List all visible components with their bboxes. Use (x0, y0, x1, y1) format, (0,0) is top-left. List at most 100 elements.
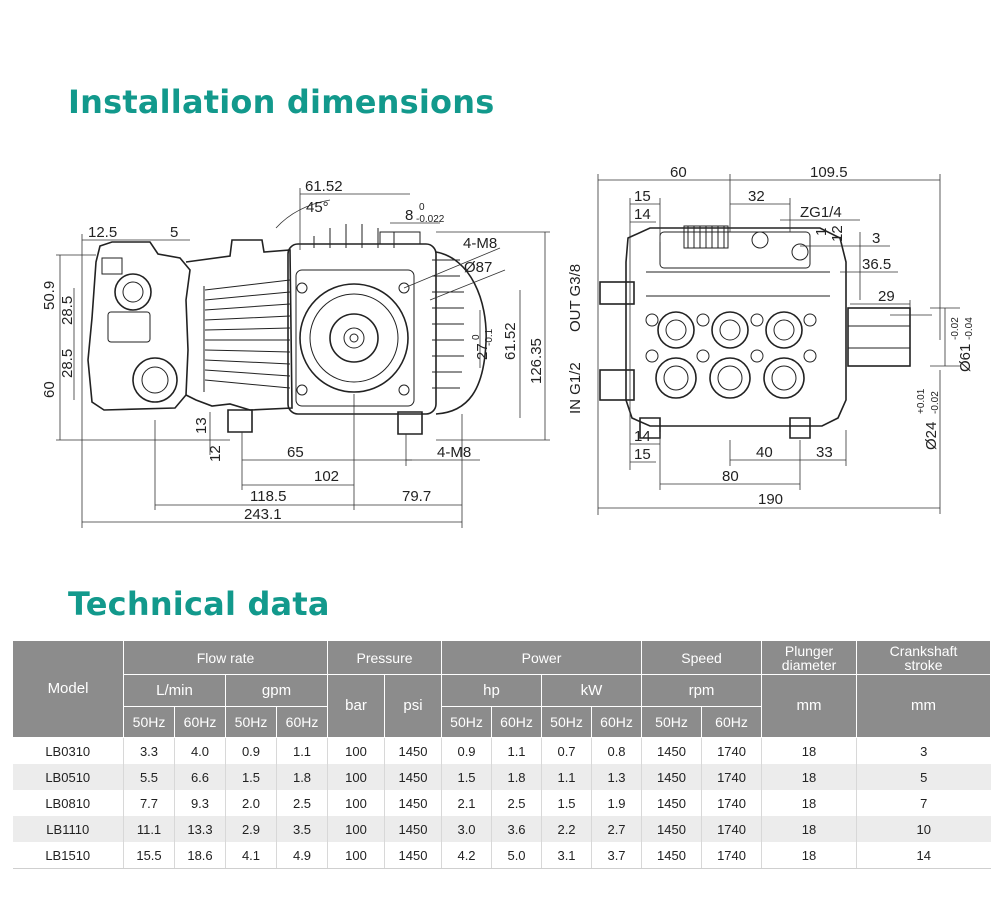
table-cell: 2.0 (225, 790, 277, 816)
table-cell: 2.1 (441, 790, 493, 816)
table-cell: 2.9 (225, 816, 277, 842)
dim-109-5: 109.5 (810, 164, 848, 181)
table-cell: 1740 (701, 737, 763, 764)
dim-out-g3-8: OUT G3/8 (567, 264, 584, 332)
table-cell: 0.7 (541, 737, 593, 764)
table-cell: 1450 (641, 842, 703, 869)
side-view-dimension-lines (56, 188, 550, 528)
dim-zg1-4: ZG1/4 (800, 204, 842, 221)
table-cell: 1450 (384, 790, 443, 816)
dim-phi-24: Ø24 (923, 422, 940, 450)
dim-phi-24-tol-lower: -0.02 (930, 391, 941, 414)
model-cell: LB0510 (12, 764, 124, 790)
table-cell: 1450 (641, 816, 703, 842)
table-cell: 7.7 (123, 790, 175, 816)
table-cell: 11.1 (123, 816, 175, 842)
table-cell: 2.5 (276, 790, 329, 816)
table-cell: 4.1 (225, 842, 277, 869)
table-cell: 1740 (701, 764, 763, 790)
table-cell: 1.3 (591, 764, 643, 790)
table-cell: 100 (327, 790, 386, 816)
table-cell: 4.2 (441, 842, 493, 869)
model-cell: LB0310 (12, 737, 124, 764)
dim-phi-61: Ø61 (957, 344, 974, 372)
header-rpm: rpm (641, 674, 763, 707)
dim-15-bottom: 15 (634, 446, 651, 463)
table-cell: 0.8 (591, 737, 643, 764)
table-cell: 9.3 (174, 790, 226, 816)
model-cell: LB0810 (12, 790, 124, 816)
side-view-dimension-text: 61.52 45° 8 0 -0.022 12.5 5 4-M8 Ø87 50.… (41, 178, 545, 523)
dim-8-tol-upper: 0 (419, 202, 425, 213)
header-pressure: Pressure (327, 640, 443, 675)
dim-1: 1 (813, 228, 830, 236)
header-speed: Speed (641, 640, 763, 675)
header-mm-plunger: mm (761, 674, 858, 738)
table-cell: 100 (327, 737, 386, 764)
table-cell: 2.5 (491, 790, 543, 816)
table-cell: 1450 (384, 737, 443, 764)
table-cell: 18 (761, 842, 858, 869)
dim-27-tol-upper: 0 (471, 334, 482, 340)
dim-190: 190 (758, 491, 783, 508)
dim-13: 13 (193, 417, 210, 434)
header-hz: 50Hz (225, 706, 277, 738)
table-cell: 1450 (641, 764, 703, 790)
dim-32: 32 (748, 188, 765, 205)
table-cell: 1.8 (276, 764, 329, 790)
table-cell: 1.1 (276, 737, 329, 764)
table-cell: 3.0 (441, 816, 493, 842)
dim-65: 65 (287, 444, 304, 461)
header-gpm: gpm (224, 674, 329, 707)
table-cell: 10 (856, 816, 991, 842)
dim-5: 5 (170, 224, 178, 241)
dim-27-tol-lower: -0.1 (484, 328, 495, 346)
dim-8: 8 (405, 207, 413, 224)
table-cell: 1.9 (591, 790, 643, 816)
dim-15-top: 15 (634, 188, 651, 205)
table-cell: 15.5 (123, 842, 175, 869)
header-hz: 60Hz (174, 706, 226, 738)
table-cell: 1740 (701, 816, 763, 842)
installation-drawing: 61.52 45° 8 0 -0.022 12.5 5 4-M8 Ø87 50.… (41, 164, 975, 528)
dim-118-5: 118.5 (250, 488, 286, 505)
technical-heading: Technical data (68, 585, 330, 623)
header-hz: 60Hz (591, 706, 643, 738)
table-cell: 1.1 (541, 764, 593, 790)
dim-36-5: 36.5 (862, 256, 891, 273)
header-psi: psi (384, 674, 443, 738)
header-hz: 50Hz (641, 706, 703, 738)
header-hz: 60Hz (491, 706, 543, 738)
table-cell: 1450 (384, 842, 443, 869)
dim-in-g1-2: IN G1/2 (567, 362, 584, 414)
header-l-min: L/min (123, 674, 226, 707)
front-view-dimension-lines (597, 174, 960, 515)
dim-12-5: 12.5 (88, 224, 117, 241)
table-cell: 1.8 (491, 764, 543, 790)
dim-phi-24-tol-upper: +0.01 (916, 388, 927, 414)
dim-4-m8-bottom: 4-M8 (437, 444, 471, 461)
header-power: Power (441, 640, 643, 675)
table-cell: 1740 (701, 790, 763, 816)
table-cell: 13.3 (174, 816, 226, 842)
table-cell: 5.5 (123, 764, 175, 790)
dim-phi-87: Ø87 (464, 259, 492, 276)
table-cell: 3.6 (491, 816, 543, 842)
dim-4-m8-top: 4-M8 (463, 235, 497, 252)
table-cell: 100 (327, 764, 386, 790)
header-hp: hp (441, 674, 543, 707)
table-cell: 14 (856, 842, 991, 869)
table-cell: 1740 (701, 842, 763, 869)
table-cell: 18 (761, 816, 858, 842)
dim-50-9: 50.9 (41, 281, 58, 310)
table-cell: 1450 (641, 790, 703, 816)
header-hz: 60Hz (275, 706, 329, 738)
header-hz: 60Hz (701, 706, 763, 738)
dim-8-tol-lower: -0.022 (416, 214, 445, 225)
dim-3: 3 (872, 230, 880, 247)
dim-12: 12 (207, 445, 224, 462)
table-cell: 5 (856, 764, 991, 790)
dim-79-7: 79.7 (402, 488, 431, 505)
